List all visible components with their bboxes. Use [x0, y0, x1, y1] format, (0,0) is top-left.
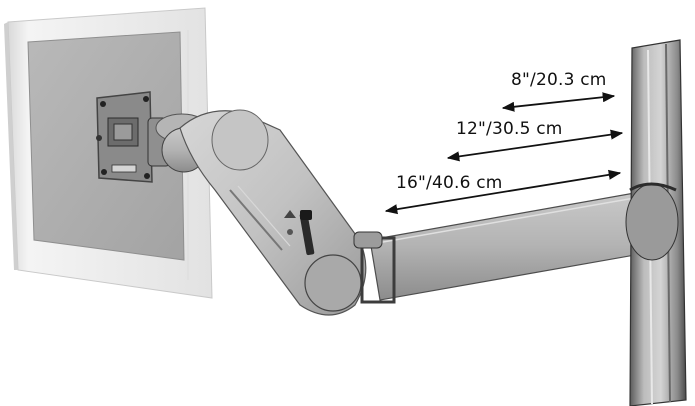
arrow-8-inch [501, 92, 616, 112]
arrow-16-inch [384, 169, 622, 215]
tension-knob [284, 210, 315, 256]
dimension-label-16-inch: 16"/40.6 cm [396, 173, 503, 193]
dimension-label-8-inch: 8"/20.3 cm [511, 70, 607, 90]
wall-channel [625, 39, 687, 406]
arrow-12-inch [446, 129, 624, 162]
vesa-plate [96, 91, 153, 183]
upper-arm [179, 109, 367, 316]
dimension-arrows [384, 92, 624, 215]
dimension-label-12-inch: 12"/30.5 cm [456, 119, 563, 139]
